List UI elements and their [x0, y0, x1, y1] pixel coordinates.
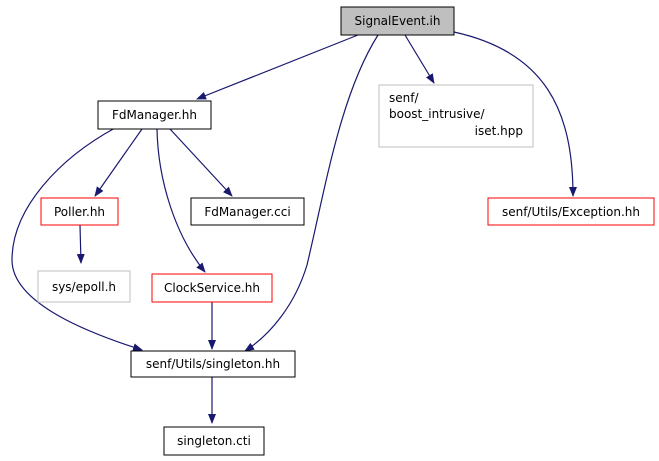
- node-label-line-3: iset.hpp: [475, 124, 523, 138]
- node-poller-hh[interactable]: Poller.hh: [40, 197, 119, 226]
- node-fdmanager-cci[interactable]: FdManager.cci: [190, 197, 305, 226]
- node-exception-hh[interactable]: senf/Utils/Exception.hh: [487, 197, 655, 226]
- node-label: senf/Utils/Exception.hh: [502, 205, 640, 219]
- node-singleton-cti[interactable]: singleton.cti: [163, 426, 265, 456]
- node-fdmanager-hh[interactable]: FdManager.hh: [97, 100, 212, 130]
- node-label: FdManager.cci: [204, 205, 290, 219]
- edge-signalevent-exception: [453, 31, 577, 197]
- node-label: FdManager.hh: [112, 108, 197, 122]
- node-label: singleton.cti: [177, 434, 251, 448]
- node-label-line-1: senf/: [389, 91, 419, 105]
- edge-signalevent-fdmanager: [196, 34, 359, 100]
- edge-fdmanager-clockservice: [156, 128, 206, 273]
- node-label: sys/epoll.h: [52, 280, 116, 294]
- edge-poller-epoll: [76, 224, 85, 264]
- node-label-line-2: boost_intrusive/: [389, 107, 486, 121]
- node-label: SignalEvent.ih: [355, 14, 441, 28]
- edge-fdmanager-fdmanager-cci: [169, 128, 233, 197]
- node-iset-hpp[interactable]: senf/ boost_intrusive/ iset.hpp: [378, 84, 534, 148]
- node-label: Poller.hh: [54, 205, 105, 219]
- node-label: ClockService.hh: [164, 281, 260, 295]
- node-signalevent-ih[interactable]: SignalEvent.ih: [340, 6, 455, 36]
- node-sys-epoll-h[interactable]: sys/epoll.h: [37, 270, 131, 303]
- node-singleton-hh[interactable]: senf/Utils/singleton.hh: [130, 350, 296, 378]
- node-label: senf/Utils/singleton.hh: [146, 357, 280, 371]
- edge-fdmanager-poller: [94, 128, 143, 197]
- edges: [11, 31, 577, 424]
- edge-signalevent-singleton: [244, 34, 379, 352]
- edge-fdmanager-singleton: [11, 127, 143, 352]
- node-clockservice-hh[interactable]: ClockService.hh: [151, 273, 273, 303]
- edge-signalevent-iset: [404, 34, 435, 84]
